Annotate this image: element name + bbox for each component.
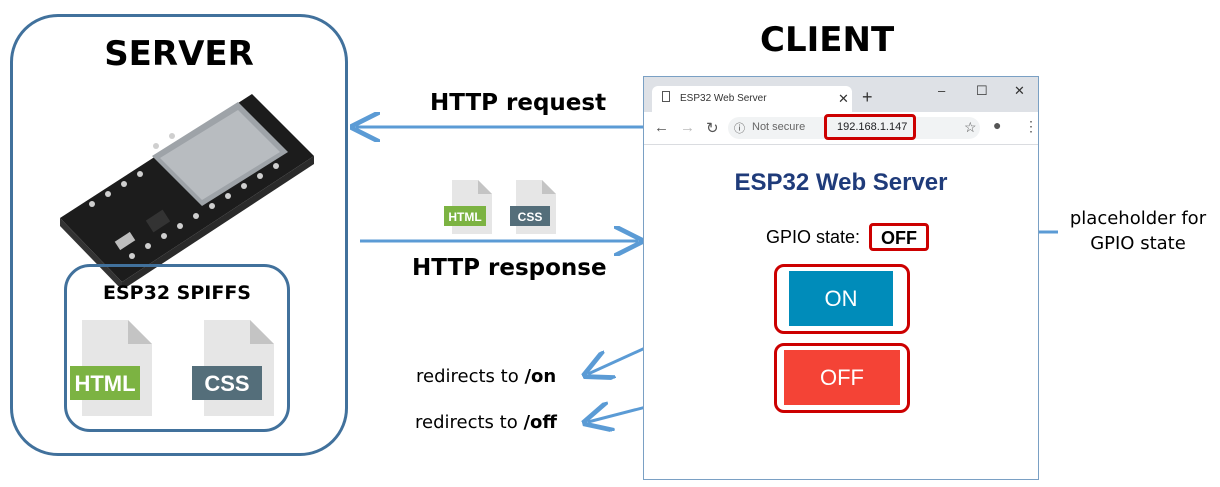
redirect-on-prefix: redirects to	[416, 366, 525, 387]
page-heading: ESP32 Web Server	[734, 169, 948, 196]
forward-icon[interactable]: →	[680, 119, 695, 136]
close-window-icon[interactable]: ✕	[1014, 83, 1025, 98]
server-box	[10, 14, 348, 456]
url-highlight[interactable]: 192.168.1.147	[824, 114, 916, 140]
browser-tab-bar: ESP32 Web Server ✕ + – ☐ ✕	[644, 77, 1038, 112]
bookmark-star-icon[interactable]: ☆	[964, 119, 977, 135]
gpio-state-highlight: OFF	[869, 223, 929, 251]
css-file-label: CSS	[204, 371, 249, 396]
page-icon	[662, 91, 670, 102]
http-response-label: HTTP response	[412, 255, 607, 281]
redirect-off-note: redirects to /off	[415, 412, 557, 433]
html-file-icon: HTML	[70, 320, 152, 416]
esp32-board-image	[60, 94, 314, 286]
url-text: 192.168.1.147	[837, 121, 908, 133]
redirect-off-prefix: redirects to	[415, 412, 524, 433]
response-css-icon: CSS	[510, 180, 556, 234]
on-button[interactable]: ON	[789, 271, 893, 326]
http-request-label: HTTP request	[430, 90, 607, 116]
tab-close-icon[interactable]: ✕	[838, 91, 849, 106]
gpio-state-value: OFF	[881, 228, 917, 248]
css-file-icon: CSS	[192, 320, 274, 416]
profile-avatar-icon[interactable]: ●	[993, 117, 1002, 133]
not-secure-label: Not secure	[752, 121, 806, 133]
browser-tab[interactable]: ESP32 Web Server ✕	[652, 86, 852, 112]
redirect-on-path: /on	[524, 366, 557, 387]
gpio-state-label: GPIO state:	[766, 227, 861, 247]
client-title: CLIENT	[760, 20, 895, 60]
placeholder-note-line2: GPIO state	[1090, 233, 1186, 254]
off-button[interactable]: OFF	[784, 350, 900, 405]
placeholder-note-line1: placeholder for	[1069, 208, 1207, 229]
back-icon[interactable]: ←	[654, 119, 669, 136]
placeholder-note: placeholder for GPIO state	[1058, 208, 1218, 254]
maximize-icon[interactable]: ☐	[976, 83, 988, 98]
reload-icon[interactable]: ↻	[706, 120, 719, 137]
server-title: SERVER	[104, 34, 254, 74]
response-css-label: CSS	[518, 210, 543, 224]
off-button-highlight	[774, 343, 910, 413]
response-html-icon: HTML	[444, 180, 492, 234]
html-file-label: HTML	[74, 371, 135, 396]
minimize-icon[interactable]: –	[938, 83, 946, 98]
tab-title: ESP32 Web Server	[680, 93, 767, 104]
menu-icon[interactable]: ⋮	[1024, 118, 1038, 134]
spiffs-title: ESP32 SPIFFS	[103, 282, 251, 304]
browser-window: ESP32 Web Server ✕ + – ☐ ✕ ← → ↻ ⓘ Not s…	[643, 76, 1039, 480]
redirect-on-note: redirects to /on	[416, 366, 556, 387]
redirect-off-path: /off	[523, 412, 557, 433]
response-html-label: HTML	[448, 210, 481, 224]
new-tab-icon[interactable]: +	[862, 87, 873, 107]
on-button-highlight	[774, 264, 910, 334]
spiffs-box	[64, 264, 290, 432]
info-icon[interactable]: ⓘ	[734, 123, 745, 135]
